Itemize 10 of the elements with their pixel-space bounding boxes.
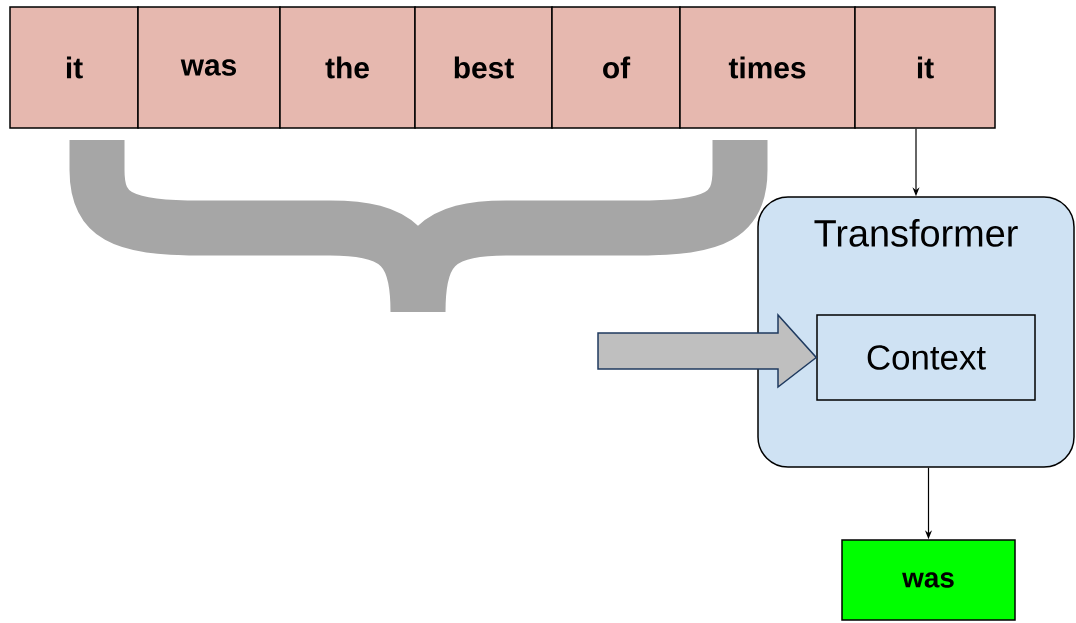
word-cell: of (551, 6, 681, 129)
word-cell: best (414, 6, 553, 129)
block-arrow (597, 313, 818, 389)
context-box: Context (816, 314, 1036, 401)
word-cell: the (279, 6, 416, 129)
word-cell: was (137, 6, 281, 129)
word-cell: it (9, 6, 139, 129)
output-word-box: was (841, 539, 1016, 621)
word-cell: it (854, 6, 996, 129)
word-cell: times (679, 6, 856, 129)
